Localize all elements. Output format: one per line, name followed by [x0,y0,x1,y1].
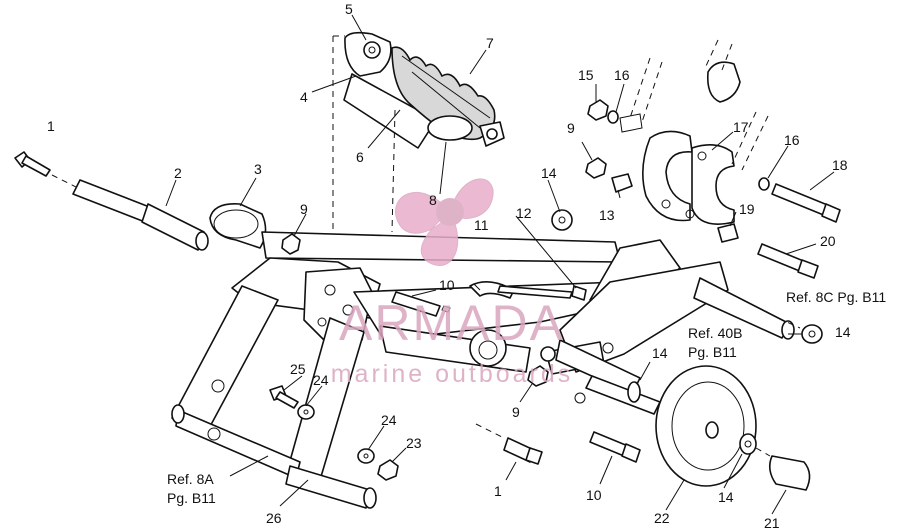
callout-1-bottom: 1 [494,483,502,499]
washer-14-top [551,209,573,231]
bolt-1-bottom [475,423,543,465]
callout-14-wheel: 14 [718,489,734,505]
spacer-21 [768,455,811,491]
spacer-ghost [619,113,643,133]
callout-5: 5 [345,1,353,17]
callout-16-right: 16 [784,132,800,148]
ref-40b-label-line1: Ref. 40B [688,325,742,341]
watermark-brand: ARMADA [339,295,565,351]
callout-4: 4 [300,89,308,105]
nut-23 [377,459,399,481]
nut-15 [587,99,609,121]
callout-9-left: 9 [300,201,308,217]
watermark-tagline: marine outboards [331,360,574,388]
washer-24-top [297,404,315,420]
bolt-18 [771,183,841,223]
bushing-3 [209,202,267,249]
spacer-19 [717,223,739,243]
callout-10-top: 10 [439,277,455,293]
callout-20: 20 [820,233,836,249]
bolt-25 [269,385,299,409]
callout-9-right: 9 [567,120,575,136]
callout-7: 7 [486,35,494,51]
callout-13: 13 [599,207,615,223]
callout-14-top: 14 [541,165,557,181]
callout-2: 2 [174,165,182,181]
callout-16-top: 16 [614,67,630,83]
ref-8a-label-line2: Pg. B11 [167,490,216,506]
callout-1-top: 1 [47,118,55,134]
ref-40b-label-line2: Pg. B11 [688,344,737,360]
upper-tube-ghost [629,39,769,171]
bolt-20 [757,243,819,279]
armada-watermark: ARMADA marine outboards [331,178,574,388]
sleeve-tube-2 [72,179,209,251]
nut-9-upper [585,157,607,179]
washer-16-right [758,177,770,191]
bolt-10-lower [589,431,641,463]
callout-24-bottom: 24 [381,412,397,428]
callout-23: 23 [406,435,422,451]
bracket-17 [642,130,735,225]
washer-14-wheel [739,433,757,455]
wheel-axle [585,375,661,415]
callout-22: 22 [654,510,670,526]
bolt-10-upper [391,291,451,317]
ref-8c-label: Ref. 8C Pg. B11 [786,289,886,305]
bolt-left [14,151,79,189]
callout-14-center: 14 [652,345,668,361]
shock-absorber [343,31,505,149]
leader-lines [165,14,835,515]
callout-11: 11 [474,217,489,233]
callout-15: 15 [578,67,594,83]
wheel-22 [655,365,757,487]
reference-labels: Ref. 8C Pg. B11 Ref. 40B Pg. B11 Ref. 8A… [167,289,886,506]
callout-26: 26 [266,510,282,526]
callout-19: 19 [739,201,755,217]
rod-12 [497,285,587,301]
ref-8a-label-line1: Ref. 8A [167,471,214,487]
callout-25: 25 [290,361,306,377]
callout-17: 17 [733,119,749,135]
callout-6: 6 [356,149,364,165]
callout-8: 8 [429,192,437,208]
callout-24-top: 24 [313,372,329,388]
callout-21: 21 [764,515,780,531]
callout-12: 12 [516,205,532,221]
callout-18: 18 [832,157,848,173]
washer-24-bottom [357,448,375,464]
left-arm [171,285,377,509]
spacer-13 [611,173,633,193]
washer-14-arm [801,324,823,344]
callout-10-bottom: 10 [586,487,602,503]
callout-9-mid: 9 [512,404,520,420]
left-side-plate [231,257,381,347]
callout-3: 3 [254,161,262,177]
right-arm [540,239,795,404]
nut-9-left [281,233,301,255]
callout-labels: 1 2 3 9 5 4 7 6 8 11 12 14 15 16 9 13 17… [47,1,851,531]
washer-16-top [607,110,619,124]
nut-9-mid [527,365,549,387]
callout-14-arm: 14 [835,324,851,340]
